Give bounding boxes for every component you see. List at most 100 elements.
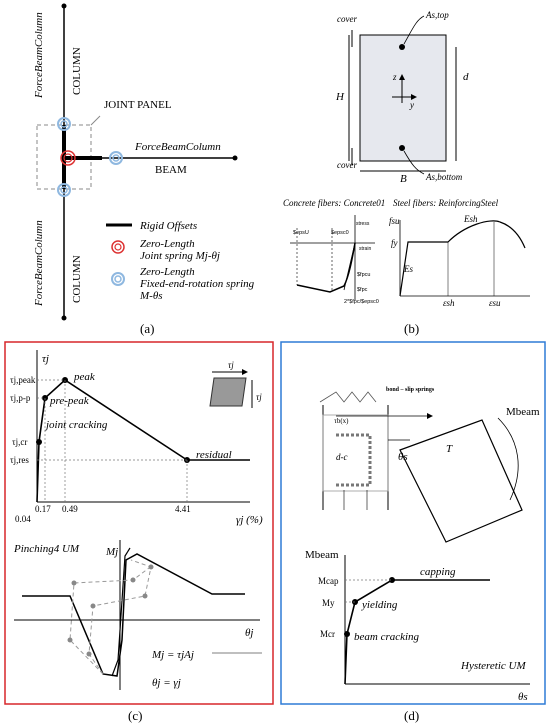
section-rect [359, 34, 447, 162]
moment-arrow [497, 417, 519, 501]
node-top [61, 3, 67, 9]
caption-b: (b) [404, 321, 419, 336]
d-label: d [463, 71, 469, 83]
shear-tau-top: τj [228, 360, 234, 370]
m-beam-label: Mbeam [506, 406, 540, 418]
joint-panel-pointer [90, 115, 101, 126]
stress-label: stress [356, 221, 370, 227]
z-arrow [399, 74, 405, 80]
m-y-label: My [322, 598, 335, 608]
equation-theta: θj = γj [152, 677, 181, 689]
rotated-beam [399, 419, 523, 543]
concrete-curve [296, 242, 356, 293]
backbone-hysteresis [22, 553, 245, 677]
legend-zero-length-1: Zero-Length [140, 238, 195, 250]
panel-c-frame [4, 341, 274, 705]
x-arrow [427, 413, 433, 419]
fixed-end-spring-right [109, 151, 123, 165]
legend-joint-spring: Joint spring Mj-θj [140, 250, 220, 262]
legend-fixed-end-spring: Fixed-end-rotation spring [139, 278, 255, 290]
yielding-label: yielding [361, 599, 398, 611]
as-bottom-label: As,bottom [425, 172, 463, 182]
tick-017: 0.17 [35, 504, 51, 514]
legend-joint-spring-swatch [111, 240, 125, 254]
point-cracking [36, 439, 42, 445]
fpc-label: $fpc [357, 287, 368, 293]
residual-name: residual [196, 449, 232, 461]
force-beam-column-beam: ForceBeamColumn [134, 141, 221, 153]
m-beam-axis-label: Mbeam [305, 549, 339, 561]
as-bottom-leader [403, 150, 425, 175]
fixed-end-spring-top-inner [60, 120, 68, 128]
epsU-label: $epsU [293, 230, 309, 236]
m-cap-label: Mcap [318, 576, 339, 586]
B-label: B [400, 173, 407, 185]
steel-curve [399, 220, 526, 297]
y-arrow [411, 94, 417, 100]
cover-top-label: cover [337, 14, 357, 24]
node-bottom [61, 315, 67, 321]
bond-slip-springs [319, 391, 377, 403]
pre-peak-name: pre-peak [49, 395, 90, 407]
tau-b-label: τb(x) [334, 417, 349, 425]
fixed-end-spring-bottom [57, 183, 71, 197]
hysteretic-model-label: Hysteretic UM [460, 660, 526, 672]
fy-label: fy [391, 238, 398, 248]
tau-peak-label: τj,peak [10, 375, 36, 385]
beam-label: BEAM [155, 164, 187, 176]
cracking-point [344, 631, 350, 637]
legend-zero-length-2: Zero-Length [140, 266, 195, 278]
pinch-point-6 [71, 580, 77, 586]
force-beam-column-bottom: ForceBeamColumn [33, 220, 45, 307]
capping-label: capping [420, 566, 456, 578]
tau-res-label: τj,res [10, 455, 29, 465]
tick-441: 4.41 [175, 504, 191, 514]
pinch-point-3 [142, 593, 148, 599]
legend-fixed-end-swatch-inner [114, 275, 122, 283]
eps-sh-label: εsh [443, 298, 455, 308]
fixed-end-spring-bottom-inner [60, 186, 68, 194]
legend-m-theta: M-θs [139, 290, 163, 302]
tau-axis-label: τj [42, 353, 49, 365]
panel-c: τj γj (%) τj,peak τj,p-p τj,cr τj,res pe… [4, 341, 274, 723]
legend-rigid-label: Rigid Offsets [139, 220, 197, 232]
tick-049: 0.49 [62, 504, 78, 514]
pinch-point-5 [67, 637, 73, 643]
equation-mj: Mj = τjAj [151, 649, 194, 661]
shear-arrowhead-top [242, 369, 248, 375]
cover-bottom-label: cover [337, 160, 357, 170]
theta-s-axis-label: θs [518, 691, 528, 703]
joint-region [322, 414, 389, 492]
pinch-point-4 [148, 564, 154, 570]
fsu-label: fsu [389, 216, 400, 226]
fpcu-label: $fpcu [357, 272, 370, 278]
bottom-bar [399, 145, 405, 151]
pinching-title: Pinching4 UM [13, 543, 80, 555]
as-top-label: As,top [425, 10, 449, 20]
es-label: Es [403, 264, 413, 274]
z-label: z [392, 72, 397, 82]
legend-fixed-end-swatch [111, 272, 125, 286]
peak-name: peak [73, 371, 96, 383]
pinch-point-1 [86, 651, 92, 657]
panel-a: JOINT PANEL ForceBeamColumn COLUMN Force… [33, 3, 255, 336]
embedded-rebar [336, 433, 372, 487]
esh-slope-label: Esh [463, 214, 478, 224]
concrete-title: Concrete fibers: Concrete01 [283, 198, 385, 208]
tau-pp-label: τj,p-p [10, 393, 31, 403]
concrete-unloading [343, 242, 356, 291]
tick-004: 0.04 [15, 514, 31, 524]
as-top-leader [403, 15, 425, 45]
epsc0-label: $epsc0 [331, 230, 349, 236]
top-bar [399, 44, 405, 50]
tau-cr-label: τj,cr [12, 437, 27, 447]
m-axis-label: Mj [105, 546, 118, 558]
shear-tau-right: τj [256, 392, 262, 402]
legend-joint-spring-swatch-inner [114, 243, 122, 251]
caption-a: (a) [140, 321, 154, 336]
d-c-label: d-c [336, 452, 348, 462]
joint-panel-label: JOINT PANEL [104, 99, 172, 111]
beam-cracking-label: beam cracking [354, 631, 420, 643]
panel-d: bond – slip springs d-c τb(x) θs T Mbeam… [280, 341, 546, 723]
